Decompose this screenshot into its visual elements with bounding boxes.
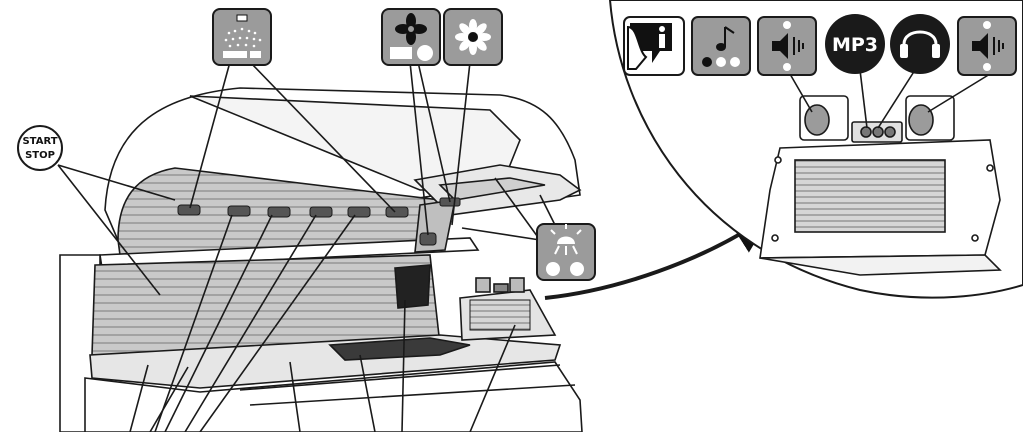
flower-aroma-icon xyxy=(443,8,503,66)
music-note-icon xyxy=(691,16,751,76)
shower-light-icon xyxy=(536,223,596,281)
start-label: START xyxy=(22,136,57,147)
info-speech-icon xyxy=(623,16,685,76)
headphones-icon xyxy=(890,14,950,74)
lower-face-panel xyxy=(394,264,431,309)
speaker-volume-icon-right xyxy=(957,16,1017,76)
speaker-volume-icon xyxy=(757,16,817,76)
neck-cushion xyxy=(328,337,471,361)
callout-lines xyxy=(57,61,772,432)
mp3-label: MP3 xyxy=(832,34,878,56)
stop-label: STOP xyxy=(25,150,55,161)
mp3-icon: MP3 xyxy=(825,14,885,74)
start-stop-badge: START STOP xyxy=(17,125,63,171)
tanning-bed xyxy=(59,87,583,432)
shower-mist-icon xyxy=(212,8,272,66)
fan-icon xyxy=(381,8,441,66)
